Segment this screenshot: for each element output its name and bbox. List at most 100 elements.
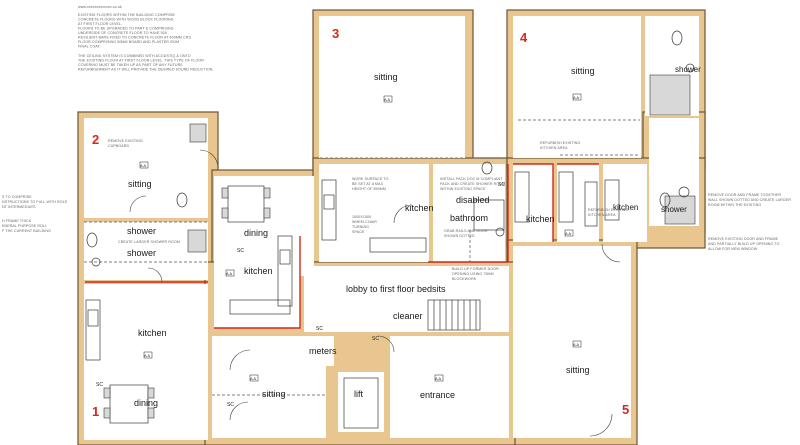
note-line: REMOVE DOOR AND FRAME TOGETHER: [708, 193, 781, 197]
room-label-cleaner: cleaner: [393, 311, 423, 321]
room-floors: [84, 16, 699, 440]
room-label-lift: lift: [354, 389, 363, 399]
note-line: CUPBOARD: [108, 144, 129, 148]
fixtures: [85, 30, 696, 437]
room-label-shower-unit2: shower: [127, 226, 156, 236]
note-line: FLOORS TO BE UPGRADED TO PART E COMPRISI…: [78, 27, 174, 31]
note-line: REMOVE EXISTING: [108, 139, 143, 143]
dashed-lines: [84, 119, 640, 396]
note-line: INSTALL PACK DOC M COMPLIANT: [440, 177, 503, 181]
room-label-kitchen-right1: kitchen: [526, 214, 555, 224]
light-symbol: A A: [250, 376, 256, 381]
room-label-shower-right: shower: [661, 205, 687, 214]
unit-number-5: 5: [622, 402, 629, 417]
note-line: NT INTERMEDIATE: [2, 205, 36, 209]
sc-symbol: SC: [498, 182, 505, 188]
room-label-kitchen-right2: kitchen: [613, 203, 638, 212]
note-line: SPACE: [352, 230, 365, 234]
sc-symbol: SC: [316, 326, 323, 332]
room-label-lobby: lobby to first floor bedsits: [346, 284, 446, 294]
note-line: KITCHEN AREA: [540, 146, 568, 150]
room-label-dining-middle: dining: [244, 228, 268, 238]
note-line: AND PARTIALLY BUILD UP OPENING TO: [708, 242, 780, 246]
note-line: 1500X1500: [352, 215, 371, 219]
note-line: ENERAL PURPOSE ROLL: [2, 224, 47, 228]
note-line: BE SET AT A MAX: [352, 182, 384, 186]
sc-symbol: SC: [237, 248, 244, 254]
room-label-sitting-unit5: sitting: [566, 365, 590, 375]
note-line: RESILIENT BARS FIXED TO CONCRETE FLOOR A…: [78, 36, 192, 40]
note-line: NSTRUCTIONS TO FULL WITH ROLE: [2, 200, 68, 204]
note-line: BUILD UP FORMER DOOR: [452, 267, 499, 271]
note-line: REFURBISH EXISTING: [540, 141, 580, 145]
note-line: BLOCKWORK: [452, 277, 477, 281]
note-build-up: BUILD UP FORMER DOOR OPENING USING 75MM …: [452, 267, 499, 281]
note-line: WALL SHOWN DOTTED AND CREATE LARGER: [708, 198, 791, 202]
note-line: PACK AND CREATE SHOWER ROOM: [440, 182, 505, 186]
room-label-meters: meters: [309, 346, 337, 356]
room-labels: sitting shower shower kitchen dining din…: [127, 65, 701, 408]
note-ceiling: THE CEILING SYSTEM IS COMBINED WITH ACOU…: [78, 54, 214, 72]
note-right-1: REMOVE DOOR AND FRAME TOGETHER WALL SHOW…: [708, 193, 791, 207]
note-line: H FRAME THICK: [2, 219, 32, 223]
note-line: SHOWN DOTTED: [444, 234, 475, 238]
note-grab-rails: GRAB RAILS AND DOOR SHOWN DOTTED: [444, 229, 488, 238]
note-line: WITHIN EXISTING SPACE: [440, 187, 486, 191]
note-line: THE EXISTING FLOOR AT FIRST FLOOR LEVEL.…: [78, 59, 204, 63]
dining-table-unit1: [103, 384, 155, 424]
room-label-kitchen-unit1: kitchen: [138, 328, 167, 338]
note-line: HEIGHT OF 850MM: [352, 187, 386, 191]
dining-table-middle: [221, 185, 271, 223]
note-line: FINAL COAT.: [78, 45, 100, 49]
note-line: CONCRETE FLOORS WITH WOOD BLOCK FLOORING: [78, 18, 174, 22]
note-left: S TO COMPRISE NSTRUCTIONS TO FULL WITH R…: [2, 195, 68, 233]
electrical-symbols: SC SC SC SC SC SC A A A A A A A A A A A …: [96, 93, 582, 408]
note-right-2: REMOVE EXISTING DOOR AND FRAME AND PARTI…: [708, 237, 780, 251]
room-label-disabled: disabled: [456, 195, 490, 205]
note-line: F THE CURRENT BUILDING: [2, 229, 51, 233]
light-symbol: A A: [573, 95, 579, 100]
sc-symbol: SC: [227, 402, 234, 408]
note-line: TURNING: [352, 225, 369, 229]
annotation-notes: www.xxxxxxxxxxxxx.co.uk EXISTING FLOORS …: [2, 5, 791, 281]
light-symbol: A A: [565, 231, 571, 236]
note-website: www.xxxxxxxxxxxxx.co.uk: [78, 5, 122, 9]
light-symbol: A A: [140, 163, 146, 168]
note-line: ROOM WITHIN THE EXISTING: [708, 203, 761, 207]
note-line: THE CEILING SYSTEM IS COMBINED WITH ACOU…: [78, 54, 191, 58]
note-remove-cupboard: REMOVE EXISTING CUPBOARD: [108, 139, 143, 148]
note-line: WHEELCHAIR: [352, 220, 377, 224]
light-symbol: A A: [144, 353, 150, 358]
note-line: COVERING MUST BE TAKEN UP AS PART OF ANY…: [78, 63, 183, 67]
note-line: REFURBISHMENT AS IT WILL PROVIDE THE DES…: [78, 68, 214, 72]
sc-symbol: SC: [96, 382, 103, 388]
light-symbol: A A: [435, 376, 441, 381]
note-work-surface: WORK SURFACE TO BE SET AT A MAX HEIGHT O…: [352, 177, 389, 234]
note-existing-floors: EXISTING FLOORS WITHIN THE BUILDING COMP…: [78, 13, 192, 49]
unit-number-4: 4: [520, 30, 528, 45]
sc-symbol: SC: [372, 336, 379, 342]
room-label-kitchen-middle: kitchen: [244, 266, 273, 276]
note-line: REMOVE EXISTING DOOR AND FRAME: [708, 237, 779, 241]
room-label-sitting-unit2: sitting: [128, 179, 152, 189]
light-symbol: A A: [384, 97, 390, 102]
note-line: UNDERSIDE OF CONCRETE FLOOR TO HAVE 50X: [78, 31, 168, 35]
unit-number-1: 1: [92, 404, 99, 419]
note-line: KITCHEN AREA: [588, 213, 616, 217]
note-line: OPENING USING 75MM: [452, 272, 494, 276]
note-create-shower: CREATE LARGER SHOWER ROOM: [118, 240, 180, 244]
room-label-sitting-lower: sitting: [262, 389, 286, 399]
unit-number-2: 2: [92, 132, 99, 147]
room-label-shower-unit4: shower: [675, 65, 701, 74]
room-label-bathroom: bathroom: [450, 213, 488, 223]
unit-numbers: 1 2 3 4 5: [92, 26, 629, 419]
note-line: S TO COMPRISE: [2, 195, 32, 199]
room-label-sitting-unit3: sitting: [374, 72, 398, 82]
room-label-entrance: entrance: [420, 390, 455, 400]
light-symbol: A A: [226, 271, 232, 276]
staircase: [427, 299, 481, 331]
unit-number-3: 3: [332, 26, 339, 41]
note-line: WORK SURFACE TO: [352, 177, 389, 181]
note-line: ALLOW FOR NEW WINDOW: [708, 247, 758, 251]
